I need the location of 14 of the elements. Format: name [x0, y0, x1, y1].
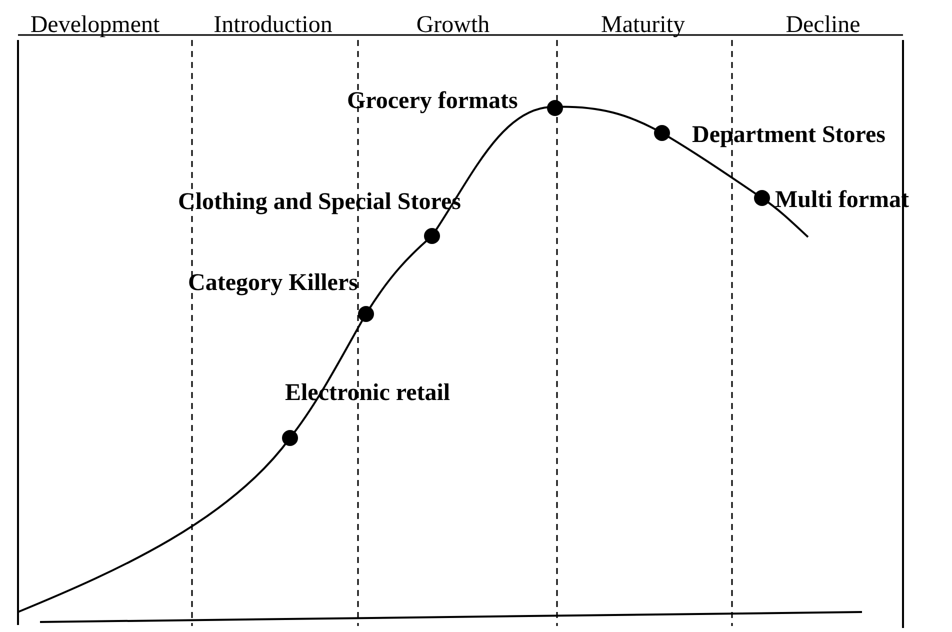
- stage-label: Decline: [786, 12, 860, 39]
- stage-label: Introduction: [214, 12, 332, 39]
- data-point-dot: [754, 190, 770, 206]
- stage-label: Development: [30, 12, 160, 39]
- data-point-dot: [282, 430, 298, 446]
- data-point-dot: [547, 100, 563, 116]
- stage-label: Growth: [416, 12, 490, 39]
- point-label: Grocery formats: [347, 88, 518, 115]
- data-point-dot: [654, 125, 670, 141]
- point-label: Department Stores: [692, 122, 886, 149]
- data-point-dot: [358, 306, 374, 322]
- data-point-dot: [424, 228, 440, 244]
- point-label: Category Killers: [188, 270, 358, 297]
- stage-label: Maturity: [601, 12, 685, 39]
